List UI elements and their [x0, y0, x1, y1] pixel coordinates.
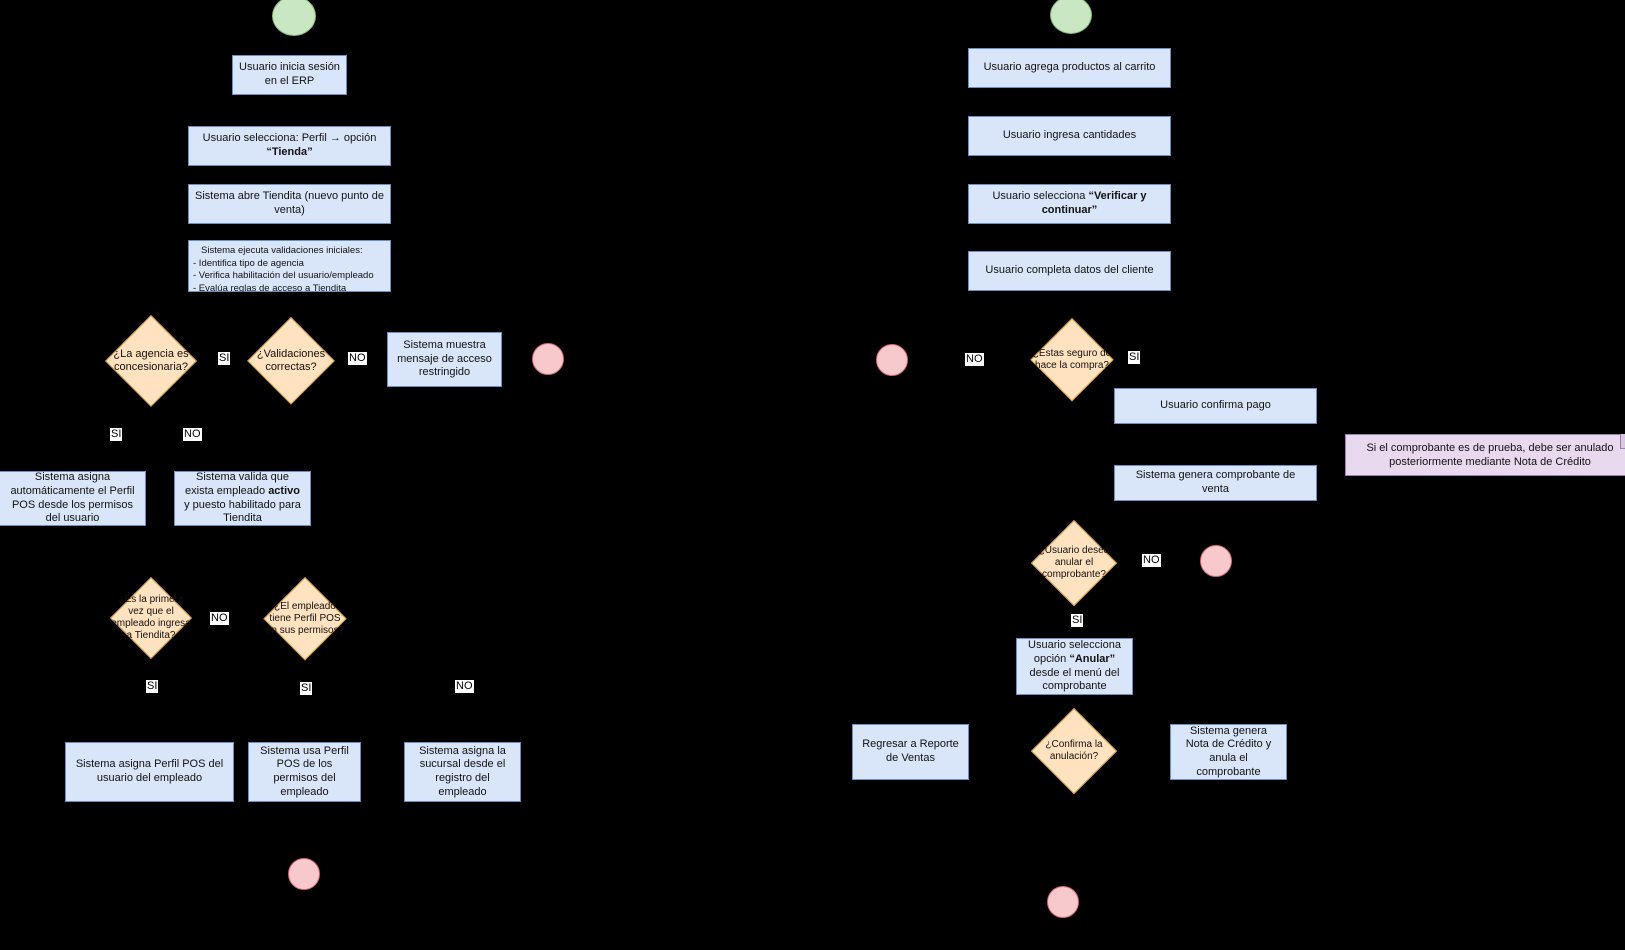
process-text: Regresar a Reporte de Ventas	[862, 738, 959, 764]
process-text: Usuario selecciona “Verificar y continua…	[992, 190, 1147, 216]
process-text: Usuario confirma pago	[1160, 399, 1271, 412]
edge-label-si-2: SI	[110, 428, 123, 441]
process-usuario-confirma-pago: Usuario confirma pago	[1114, 388, 1317, 424]
note-comprobante-prueba: Si el comprobante es de prueba, debe ser…	[1345, 434, 1625, 476]
edge-label-no-4: NO	[455, 680, 474, 693]
decision-text: ¿El empleado tiene Perfil POS en sus per…	[265, 601, 345, 636]
start-terminator-left	[272, 0, 316, 36]
decision-text: ¿Es la primera vez que el empleado ingre…	[111, 594, 191, 641]
edge-label-no-r1: NO	[965, 353, 984, 366]
process-text: Sistema ejecuta validaciones iniciales: …	[193, 245, 374, 294]
process-text: Sistema muestra mensaje de acceso restri…	[397, 338, 492, 379]
process-validaciones-iniciales: Sistema ejecuta validaciones iniciales: …	[188, 240, 391, 294]
note-text: Si el comprobante es de prueba, debe ser…	[1366, 441, 1614, 468]
decision-estas-seguro-compra: ¿Estas seguro de hace la compra?	[1030, 318, 1114, 402]
process-asigna-perfil-pos-usuario: Sistema asigna automáticamente el Perfil…	[0, 471, 146, 526]
decision-confirma-anulacion: ¿Confirma la anulación?	[1031, 708, 1117, 794]
decision-text: ¿Estas seguro de hace la compra?	[1032, 348, 1112, 371]
process-regresar-reporte-ventas: Regresar a Reporte de Ventas	[852, 724, 969, 780]
decision-primera-vez-empleado: ¿Es la primera vez que el empleado ingre…	[110, 577, 192, 659]
process-ingresa-cantidades: Usuario ingresa cantidades	[968, 116, 1171, 156]
note-fold-corner	[1620, 434, 1625, 449]
process-text: Sistema asigna automáticamente el Perfil…	[10, 471, 135, 525]
process-asigna-sucursal-registro: Sistema asigna la sucursal desde el regi…	[404, 742, 521, 802]
decision-text: ¿Usuario desea anular el comprobante?	[1038, 545, 1110, 580]
end-terminator-right-bottom	[1047, 886, 1079, 918]
decision-validaciones-correctas: ¿Validaciones correctas?	[247, 317, 335, 405]
decision-text: ¿La agencia es concesionaria?	[113, 347, 189, 373]
end-terminator-left-bottom	[288, 858, 320, 890]
edge-label-no-1: NO	[348, 352, 367, 365]
process-text: Usuario ingresa cantidades	[1002, 129, 1137, 142]
process-text: Usuario completa datos del cliente	[985, 264, 1154, 277]
decision-empleado-tiene-perfil-pos: ¿El empleado tiene Perfil POS en sus per…	[263, 577, 347, 661]
process-text: Usuario selecciona: Perfil → opción “Tie…	[202, 132, 377, 158]
process-text: Sistema asigna Perfil POS del usuario de…	[75, 758, 224, 784]
start-terminator-right	[1050, 0, 1092, 34]
process-text: Sistema asigna la sucursal desde el regi…	[419, 744, 506, 798]
process-text: Sistema abre Tiendita (nuevo punto de ve…	[195, 190, 384, 216]
process-text: Sistema genera Nota de Crédito y anula e…	[1185, 724, 1272, 778]
process-text: Sistema valida que exista empleado activ…	[184, 471, 301, 525]
process-completa-datos-cliente: Usuario completa datos del cliente	[968, 251, 1171, 291]
process-sistema-abre-tiendita: Sistema abre Tiendita (nuevo punto de ve…	[188, 184, 391, 224]
decision-text: ¿Validaciones correctas?	[256, 347, 326, 373]
process-usuario-selecciona-perfil: Usuario selecciona: Perfil → opción “Tie…	[188, 126, 391, 166]
process-verificar-y-continuar: Usuario selecciona “Verificar y continua…	[968, 184, 1171, 224]
process-text: Usuario selecciona opción “Anular” desde…	[1028, 639, 1121, 693]
process-selecciona-anular: Usuario selecciona opción “Anular” desde…	[1016, 638, 1133, 695]
decision-usuario-desea-anular: ¿Usuario desea anular el comprobante?	[1031, 520, 1117, 606]
process-agrega-productos-carrito: Usuario agrega productos al carrito	[968, 48, 1171, 88]
process-asigna-perfil-pos-empleado: Sistema asigna Perfil POS del usuario de…	[65, 742, 234, 802]
process-usa-perfil-pos-permisos: Sistema usa Perfil POS de los permisos d…	[248, 742, 361, 802]
edge-label-si-1: SI	[218, 352, 231, 365]
end-terminator-acceso-restringido	[532, 343, 564, 375]
edge-label-si-r1: SI	[1128, 351, 1141, 364]
process-text: Sistema usa Perfil POS de los permisos d…	[260, 744, 349, 798]
end-terminator-sin-anular	[1200, 545, 1232, 577]
edge-label-si-4: SI	[300, 682, 313, 695]
process-text: Usuario inicia sesión en el ERP	[239, 61, 340, 87]
end-terminator-compra-cancelada	[876, 344, 908, 376]
decision-agencia-concesionaria: ¿La agencia es concesionaria?	[105, 315, 197, 407]
edge-label-no-3: NO	[210, 612, 229, 625]
process-usuario-inicia-sesion: Usuario inicia sesión en el ERP	[232, 55, 347, 95]
process-genera-comprobante-venta: Sistema genera comprobante de venta	[1114, 465, 1317, 501]
edge-label-si-r2: SI	[1071, 614, 1084, 627]
edge-label-no-2: NO	[183, 428, 202, 441]
process-valida-empleado-activo: Sistema valida que exista empleado activ…	[174, 471, 311, 526]
process-text: Sistema genera comprobante de venta	[1135, 469, 1296, 495]
edge-label-no-r2: NO	[1142, 554, 1161, 567]
process-genera-nota-credito: Sistema genera Nota de Crédito y anula e…	[1170, 724, 1287, 780]
edge-label-si-3: SI	[146, 680, 159, 693]
process-text: Usuario agrega productos al carrito	[983, 61, 1156, 74]
decision-text: ¿Confirma la anulación?	[1045, 739, 1103, 762]
process-mensaje-acceso-restringido: Sistema muestra mensaje de acceso restri…	[387, 332, 502, 387]
